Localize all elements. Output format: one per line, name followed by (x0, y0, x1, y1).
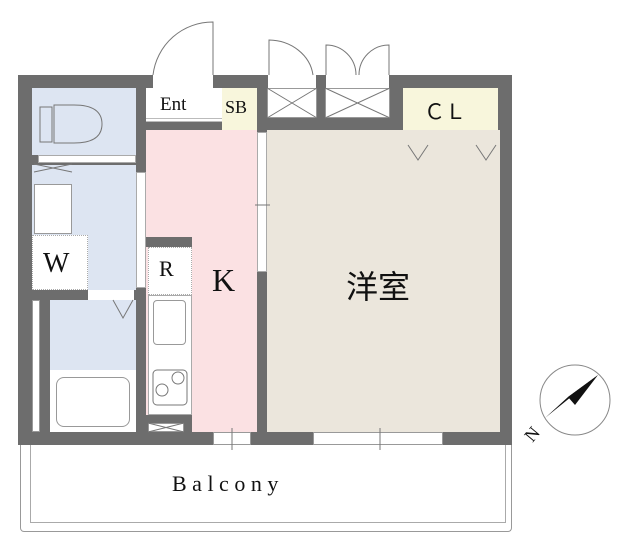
label-kitchen: K (212, 262, 236, 298)
box-cross-2 (324, 87, 391, 119)
door-opening-3 (326, 75, 389, 88)
western-room (267, 130, 500, 432)
kitchen-sink (153, 300, 186, 345)
bathtub (56, 377, 130, 427)
toilet-icon (39, 104, 103, 144)
bathroom-door (88, 290, 134, 300)
label-fridge: R (159, 256, 174, 281)
shoe-box (222, 88, 257, 130)
balcony-inner-rail (30, 440, 506, 523)
door-swing-3a (325, 44, 357, 76)
wash-basin (34, 184, 72, 234)
fridge-space (148, 247, 192, 295)
vent-cross (147, 422, 185, 433)
washer-space (32, 235, 88, 290)
door-swing-2 (268, 39, 314, 76)
door-opening-2 (268, 75, 316, 88)
entrance-door-opening (153, 75, 213, 88)
kitchen-counter (148, 295, 192, 415)
label-entrance: Ent (160, 94, 187, 115)
entrance-door-swing (152, 21, 214, 76)
toilet-room (32, 88, 136, 155)
label-balcony: B a l c o n y (172, 471, 279, 496)
toilet-door (38, 155, 136, 163)
entrance (146, 88, 222, 122)
bath-window (32, 300, 40, 432)
compass (539, 364, 611, 436)
bath-door-mark (112, 299, 134, 320)
closet-door-marks (407, 144, 497, 161)
bathtub-area (50, 370, 136, 432)
label-closet: ＣＬ (424, 100, 466, 124)
stove-burner (171, 371, 185, 385)
room-window (313, 432, 443, 445)
sliding-door (257, 132, 267, 272)
washroom-door (136, 172, 146, 288)
kitchen-partition (146, 237, 192, 247)
balcony (20, 440, 512, 532)
stove-burner (155, 383, 169, 397)
label-washroom: W (43, 248, 70, 279)
door-swing-3b (358, 44, 390, 76)
box-cross-1 (266, 87, 318, 119)
label-shoe-box: SB (225, 97, 248, 117)
wall-vent (33, 163, 73, 173)
label-western-room: 洋室 (346, 269, 411, 305)
stove (152, 369, 188, 406)
closet (403, 88, 498, 130)
